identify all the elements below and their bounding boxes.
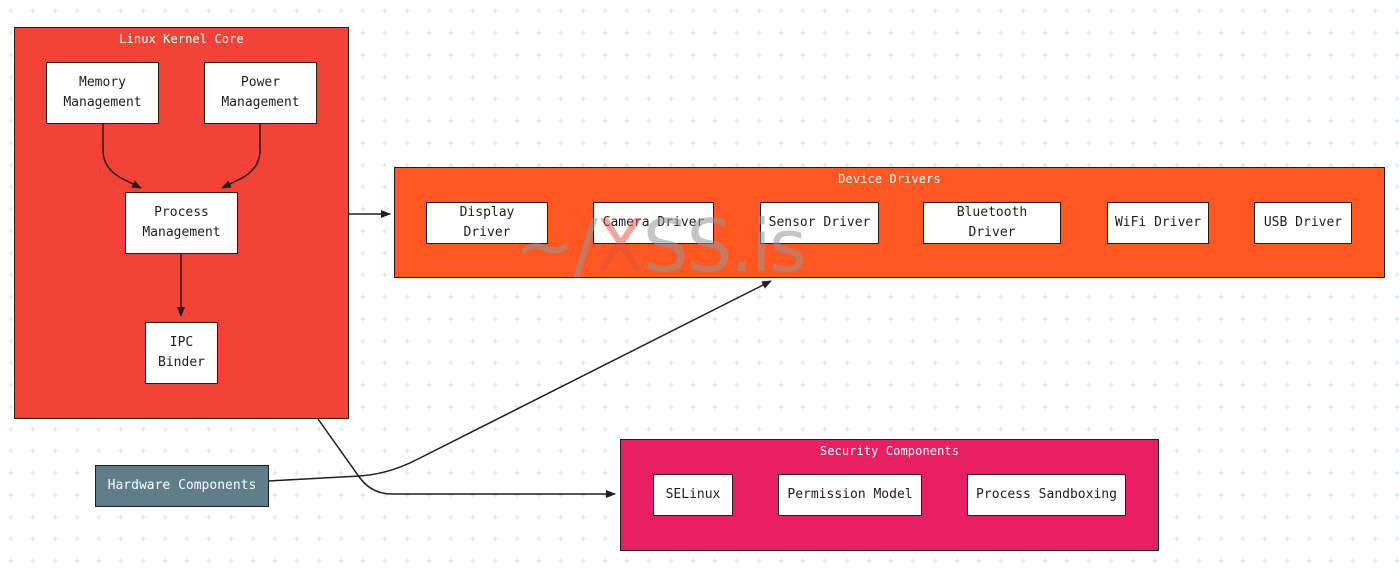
node-selinux[interactable]: SELinux — [653, 474, 733, 516]
label-bluetooth-driver: Bluetooth Driver — [956, 205, 1028, 240]
node-bluetooth-driver[interactable]: Bluetooth Driver — [923, 202, 1061, 244]
node-camera-driver[interactable]: Camera Driver — [593, 202, 714, 244]
edge-memory-to-process — [102, 124, 142, 189]
node-power-management[interactable]: Power Management — [204, 62, 317, 124]
node-process-management[interactable]: Process Management — [125, 192, 238, 254]
node-ipc-binder[interactable]: IPC Binder — [145, 322, 218, 384]
node-usb-driver[interactable]: USB Driver — [1254, 202, 1352, 244]
node-permission-model[interactable]: Permission Model — [778, 474, 922, 516]
node-sensor-driver[interactable]: Sensor Driver — [760, 202, 879, 244]
node-hardware-components[interactable]: Hardware Components — [95, 465, 269, 507]
label-process-sandboxing: Process Sandboxing — [976, 487, 1117, 502]
edge-kernel-to-security — [317, 418, 616, 498]
node-display-driver[interactable]: Display Driver — [426, 202, 548, 244]
label-selinux: SELinux — [665, 487, 721, 502]
edge-power-to-process — [221, 124, 261, 189]
group-title-security: Security Components — [819, 444, 960, 458]
label-permission-model: Permission Model — [787, 487, 913, 502]
label-wifi-driver: WiFi Driver — [1114, 215, 1202, 230]
label-memory-management: Memory Management — [63, 75, 142, 110]
label-ipc-binder: IPC Binder — [158, 335, 205, 370]
label-usb-driver: USB Driver — [1263, 215, 1343, 230]
label-display-driver: Display Driver — [459, 205, 515, 240]
node-process-sandboxing[interactable]: Process Sandboxing — [967, 474, 1126, 516]
node-memory-management[interactable]: Memory Management — [46, 62, 159, 124]
group-device-drivers: Device Drivers — [394, 167, 1385, 278]
label-hardware-components: Hardware Components — [107, 478, 257, 493]
label-process-management: Process Management — [142, 205, 221, 240]
label-sensor-driver: Sensor Driver — [768, 215, 871, 230]
edge-hardware-to-drivers — [267, 280, 772, 482]
label-power-management: Power Management — [221, 75, 300, 110]
label-camera-driver: Camera Driver — [602, 215, 705, 230]
node-wifi-driver[interactable]: WiFi Driver — [1107, 202, 1209, 244]
group-title-device-drivers: Device Drivers — [838, 172, 941, 186]
group-title-kernel-core: Linux Kernel Core — [119, 32, 244, 46]
